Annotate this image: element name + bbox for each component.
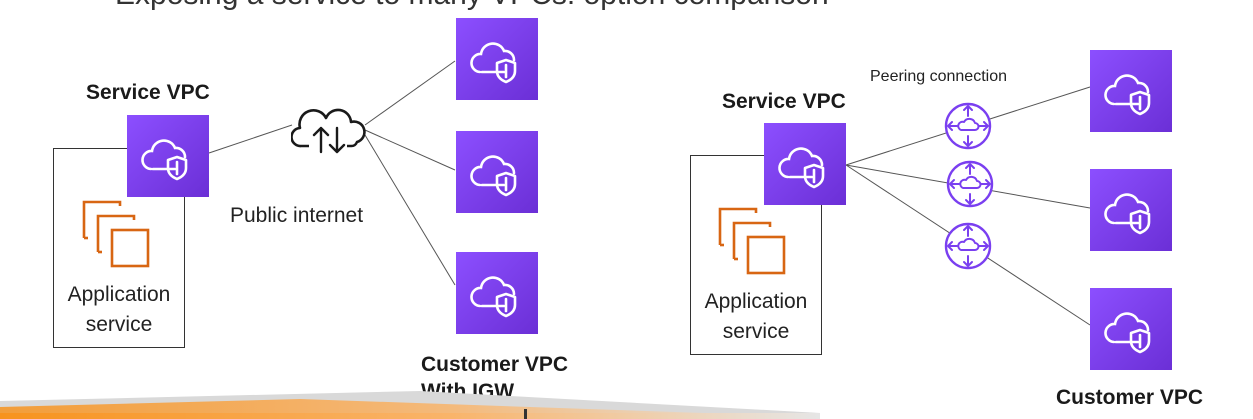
line-vpc-to-internet xyxy=(208,124,293,154)
vpc-icon xyxy=(470,155,517,197)
vpc-icon xyxy=(1104,312,1151,354)
internet-cloud-icon xyxy=(290,108,366,154)
application-service-label-right: Application service xyxy=(690,287,822,347)
application-service-icon xyxy=(718,207,786,275)
customer-vpc-icon-left-2 xyxy=(456,131,538,213)
application-label-line1: Application xyxy=(67,283,171,306)
vpc-icon xyxy=(1104,193,1151,235)
peering-router-icon xyxy=(944,102,992,150)
internet-cloud-icon-wrapper xyxy=(290,100,367,156)
customer-vpc-icon-right-3 xyxy=(1090,288,1172,370)
application-service-icon-right xyxy=(716,205,788,277)
customer-vpc-icon-right-1 xyxy=(1090,50,1172,132)
customer-vpc-label-line1: Customer VPC xyxy=(421,353,569,376)
service-vpc-label-right: Service VPC xyxy=(722,90,846,113)
vpc-icon xyxy=(1104,74,1151,116)
application-label-line2: service xyxy=(722,320,790,343)
peering-connection-label: Peering connection xyxy=(870,68,1007,85)
application-label-line1: Application xyxy=(704,290,808,313)
peering-router-1 xyxy=(944,102,992,150)
line-internet-to-customer-2 xyxy=(364,129,456,171)
service-vpc-icon-right xyxy=(764,123,846,205)
application-service-icon xyxy=(82,200,150,268)
public-internet-label: Public internet xyxy=(230,204,364,227)
application-label-line2: service xyxy=(85,313,153,336)
vpc-icon xyxy=(141,139,188,181)
vpc-icon xyxy=(470,276,517,318)
peering-router-icon xyxy=(946,160,994,208)
decorative-bottom-bar xyxy=(0,391,820,419)
service-vpc-icon-left xyxy=(127,115,209,197)
peering-router-3 xyxy=(944,222,992,270)
slide-title-cut: Exposing a service to many VPCs: option … xyxy=(0,0,1253,18)
service-vpc-label-left: Service VPC xyxy=(86,81,210,104)
line-internet-to-customer-3 xyxy=(364,134,456,286)
customer-vpc-icon-left-1 xyxy=(456,18,538,100)
customer-vpc-icon-right-2 xyxy=(1090,169,1172,251)
line-internet-to-customer-1 xyxy=(364,60,456,126)
peering-router-2 xyxy=(946,160,994,208)
vpc-icon xyxy=(470,42,517,84)
application-service-icon-left xyxy=(80,198,152,270)
application-service-label-left: Application service xyxy=(53,280,185,340)
slide-title-text: Exposing a service to many VPCs: option … xyxy=(115,0,829,11)
vpc-icon xyxy=(778,147,825,189)
customer-vpc-label-right: Customer VPC xyxy=(1056,386,1204,409)
peering-router-icon xyxy=(944,222,992,270)
customer-vpc-icon-left-3 xyxy=(456,252,538,334)
